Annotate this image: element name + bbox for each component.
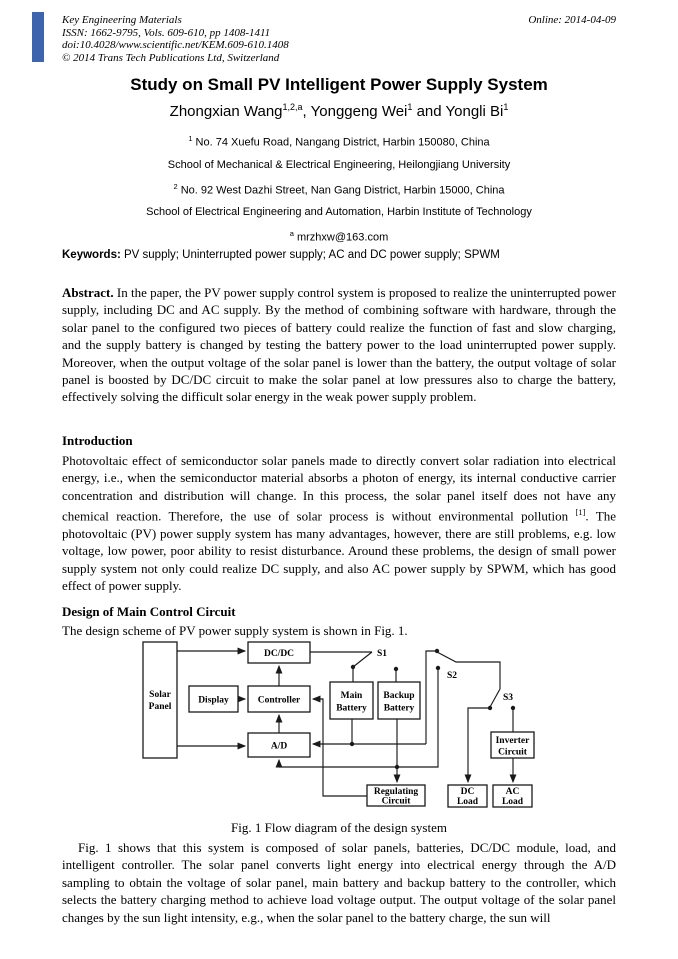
section-heading-design: Design of Main Control Circuit bbox=[62, 604, 236, 619]
figure-box-controller: Controller bbox=[247, 685, 311, 713]
figure-box-dc-dc: DC/DC bbox=[247, 641, 311, 664]
design-lead-sentence: The design scheme of PV power supply sys… bbox=[62, 623, 408, 638]
journal-header-left: Key Engineering Materials ISSN: 1662-979… bbox=[62, 14, 289, 64]
introduction-text-1: Photovoltaic effect of semiconductor sol… bbox=[62, 453, 616, 524]
section-heading-introduction: Introduction bbox=[62, 433, 133, 448]
doi-line: doi:10.4028/www.scientific.net/KEM.609-6… bbox=[62, 39, 289, 51]
author-name: Zhongxian Wang bbox=[169, 103, 283, 120]
abstract-label: Abstract. bbox=[62, 285, 114, 300]
affiliation-line: School of Electrical Engineering and Aut… bbox=[146, 206, 532, 219]
journal-header: Key Engineering Materials ISSN: 1662-979… bbox=[62, 14, 616, 64]
figure-box-backup-battery: Backup Battery bbox=[377, 681, 421, 720]
box-label: Backup bbox=[383, 691, 414, 701]
pdf-bookmark-bar bbox=[32, 12, 44, 62]
journal-title: Key Engineering Materials bbox=[62, 14, 182, 26]
affiliation-superscript: 1 bbox=[188, 134, 193, 143]
box-label: Panel bbox=[149, 702, 172, 712]
figure-caption: Fig. 1 Flow diagram of the design system bbox=[231, 820, 447, 835]
switch-label-s1: S1 bbox=[377, 649, 387, 659]
box-label: Controller bbox=[258, 696, 301, 706]
keywords-line: Keywords: PV supply; Uninterrupted power… bbox=[62, 249, 616, 261]
closing-paragraph: Fig. 1 shows that this system is compose… bbox=[62, 840, 616, 925]
reference-superscript: [1] bbox=[575, 507, 586, 518]
author-superscript: 1 bbox=[407, 102, 413, 112]
issn-line: ISSN: 1662-9795, Vols. 609-610, pp 1408-… bbox=[62, 26, 271, 39]
author-separator: and bbox=[412, 103, 446, 120]
affiliation-text: No. 92 West Dazhi Street, Nan Gang Distr… bbox=[180, 184, 505, 197]
abstract-text: In the paper, the PV power supply contro… bbox=[62, 285, 616, 405]
switch-label-s2: S2 bbox=[447, 671, 457, 681]
figure-box-dc-load: DC Load bbox=[447, 784, 488, 808]
figure-box-regulating-circuit: Regulating Circuit bbox=[366, 784, 426, 807]
figure-box-ac-load: AC Load bbox=[492, 784, 533, 808]
box-label: Battery bbox=[336, 704, 367, 714]
figure-box-display: Display bbox=[188, 685, 239, 713]
box-label: A/D bbox=[271, 742, 288, 752]
box-label: Solar bbox=[149, 690, 171, 700]
box-label: Display bbox=[198, 696, 229, 706]
introduction-paragraph: Photovoltaic effect of semiconductor sol… bbox=[62, 452, 616, 595]
box-label: AC bbox=[506, 787, 520, 797]
box-label: Load bbox=[502, 797, 524, 807]
affiliation-superscript: 2 bbox=[173, 181, 178, 191]
box-label: Main bbox=[341, 691, 363, 701]
online-date: Online: 2014-04-09 bbox=[528, 14, 616, 26]
box-label: DC bbox=[461, 787, 475, 797]
email-superscript: a bbox=[289, 229, 294, 239]
box-label: Battery bbox=[384, 704, 415, 714]
paper-title: Study on Small PV Intelligent Power Supp… bbox=[130, 75, 548, 94]
copyright-line: © 2014 Trans Tech Publications Ltd, Swit… bbox=[62, 51, 280, 64]
affiliation-line: 1 No. 74 Xuefu Road, Nangang District, H… bbox=[62, 128, 616, 154]
box-label: Load bbox=[457, 797, 479, 807]
author-superscript: 1 bbox=[503, 102, 509, 112]
box-label: Regulating bbox=[374, 787, 419, 797]
figure-wires bbox=[177, 647, 517, 797]
switch-label-s3: S3 bbox=[503, 693, 513, 703]
email-line: a mrzhxw@163.com bbox=[62, 223, 616, 249]
email-text: mrzhxw@163.com bbox=[296, 231, 389, 244]
figure-box-main-battery: Main Battery bbox=[329, 681, 374, 720]
figure-box-inverter-circuit: Inverter Circuit bbox=[490, 731, 535, 759]
box-label: Inverter bbox=[496, 736, 531, 746]
abstract-paragraph: Abstract. In the paper, the PV power sup… bbox=[62, 284, 616, 406]
keywords-text: PV supply; Uninterrupted power supply; A… bbox=[124, 249, 500, 261]
keywords-label: Keywords: bbox=[62, 249, 121, 261]
box-label: Circuit bbox=[382, 797, 412, 807]
figure-1: Solar Panel DC/DC Display Controller A/D bbox=[128, 636, 572, 812]
authors-line: Zhongxian Wang1,2,a, Yonggeng Wei1 and Y… bbox=[62, 102, 616, 120]
author-superscript: 1,2,a bbox=[282, 102, 303, 112]
affiliation-line: School of Mechanical & Electrical Engine… bbox=[167, 158, 511, 171]
affiliation-text: No. 74 Xuefu Road, Nangang District, Har… bbox=[195, 136, 490, 149]
author-name: Yongli Bi bbox=[445, 103, 504, 120]
author-name: Yonggeng Wei bbox=[310, 103, 408, 120]
box-label: Circuit bbox=[498, 748, 528, 758]
introduction-text-2: . The photovoltaic (PV) power supply sys… bbox=[62, 508, 616, 594]
affiliation-line: 2 No. 92 West Dazhi Street, Nan Gang Dis… bbox=[62, 176, 616, 202]
figure-1-diagram: Solar Panel DC/DC Display Controller A/D bbox=[142, 641, 535, 808]
affiliations-block: 1 No. 74 Xuefu Road, Nangang District, H… bbox=[62, 128, 616, 249]
figure-box-solar-panel: Solar Panel bbox=[142, 641, 178, 759]
box-label: DC/DC bbox=[264, 649, 294, 659]
author-separator: , bbox=[302, 103, 311, 120]
figure-box-ad: A/D bbox=[247, 732, 311, 758]
